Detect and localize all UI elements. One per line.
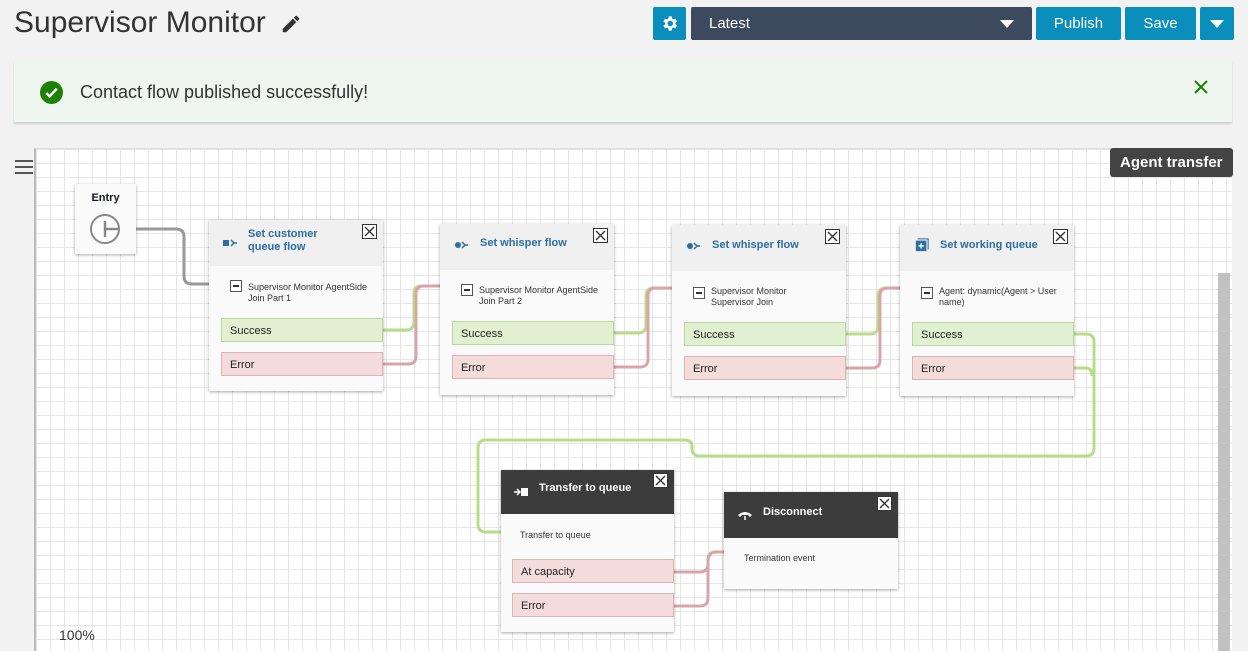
wire-capacity xyxy=(670,550,730,574)
save-options-button[interactable] xyxy=(1200,7,1234,40)
branch-success[interactable]: Success xyxy=(912,322,1074,346)
success-check-icon xyxy=(40,81,63,104)
settings-button[interactable] xyxy=(653,7,686,40)
wire-error-3 xyxy=(842,286,906,370)
wire-entry xyxy=(106,227,212,286)
block-header: Set customer queue flow xyxy=(209,220,383,266)
block-title: Set whisper flow xyxy=(712,239,799,251)
block-description: Supervisor Monitor AgentSide Join Part 1 xyxy=(248,282,368,303)
close-icon[interactable] xyxy=(877,496,892,511)
branch-success[interactable]: Success xyxy=(221,318,383,342)
version-select-value: Latest xyxy=(709,15,750,32)
wire-error-5 xyxy=(670,550,730,608)
version-select[interactable]: Latest xyxy=(691,7,1032,40)
block-title: Set working queue xyxy=(940,239,1038,251)
queue-flow-icon xyxy=(223,239,237,247)
menu-icon[interactable] xyxy=(15,160,33,174)
branch-at-capacity[interactable]: At capacity xyxy=(512,559,674,583)
branch-error[interactable]: Error xyxy=(912,356,1074,380)
whisper-flow-icon xyxy=(455,241,468,249)
vertical-scrollbar[interactable] xyxy=(1218,273,1230,651)
branch-error[interactable]: Error xyxy=(221,352,383,376)
success-alert: Contact flow published successfully! xyxy=(14,62,1232,123)
block-set-working-queue[interactable]: Set working queue Agent: dynamic(Agent >… xyxy=(900,225,1074,396)
pencil-icon[interactable] xyxy=(280,13,302,35)
flow-type-tag: Agent transfer xyxy=(1110,148,1233,177)
alert-message: Contact flow published successfully! xyxy=(80,82,369,102)
block-header: Set whisper flow xyxy=(440,224,614,270)
close-icon[interactable] xyxy=(825,229,840,244)
block-title: Set customer queue flow xyxy=(248,228,318,253)
header: Supervisor Monitor Latest Publish Save xyxy=(0,0,1248,50)
block-header: Transfer to queue xyxy=(501,470,674,514)
collapse-icon[interactable] xyxy=(693,287,705,299)
wire-success-1 xyxy=(380,284,444,332)
collapse-icon[interactable] xyxy=(461,284,473,296)
wire-error-1 xyxy=(380,284,444,366)
chevron-down-icon xyxy=(1000,20,1014,28)
collapse-icon[interactable] xyxy=(921,287,933,299)
hang-up-icon xyxy=(738,512,752,520)
block-header: Disconnect xyxy=(724,492,898,538)
block-set-whisper-flow-1[interactable]: Set whisper flow Supervisor Monitor Agen… xyxy=(440,224,614,395)
whisper-flow-icon xyxy=(687,242,700,250)
block-header: Set whisper flow xyxy=(672,225,846,271)
zoom-level: 100% xyxy=(59,627,95,643)
wire-success-2 xyxy=(610,286,676,335)
branch-success[interactable]: Success xyxy=(452,321,614,345)
block-title: Transfer to queue xyxy=(539,482,632,494)
close-icon[interactable] xyxy=(593,228,608,243)
block-title: Disconnect xyxy=(763,506,823,518)
save-button[interactable]: Save xyxy=(1125,7,1196,40)
wire-error-2 xyxy=(610,286,676,369)
block-set-whisper-flow-2[interactable]: Set whisper flow Supervisor Monitor Supe… xyxy=(672,225,846,396)
close-icon[interactable] xyxy=(653,473,668,488)
wire-success-4 xyxy=(476,332,1096,534)
branch-success[interactable]: Success xyxy=(684,322,846,346)
branch-error[interactable]: Error xyxy=(452,355,614,379)
block-description: Agent: dynamic(Agent > User name) xyxy=(939,286,1057,307)
transfer-queue-icon xyxy=(514,488,528,496)
branch-error[interactable]: Error xyxy=(684,356,846,380)
close-icon[interactable] xyxy=(1192,78,1210,96)
publish-button[interactable]: Publish xyxy=(1036,7,1121,40)
add-queue-icon xyxy=(915,238,929,252)
block-disconnect[interactable]: Disconnect Termination event xyxy=(724,492,898,589)
collapse-icon[interactable] xyxy=(230,280,242,292)
chevron-down-icon xyxy=(1210,19,1224,28)
block-transfer-to-queue[interactable]: Transfer to queue Transfer to queue At c… xyxy=(501,470,674,632)
wire-success-3 xyxy=(842,286,906,336)
block-description: Supervisor Monitor AgentSide Join Part 2 xyxy=(479,285,599,306)
block-description: Transfer to queue xyxy=(520,530,591,540)
block-set-customer-queue-flow[interactable]: Set customer queue flow Supervisor Monit… xyxy=(209,220,383,391)
block-header: Set working queue xyxy=(900,225,1074,271)
close-icon[interactable] xyxy=(1053,229,1068,244)
gear-icon xyxy=(663,16,678,31)
close-icon[interactable] xyxy=(362,224,377,239)
block-title: Set whisper flow xyxy=(480,237,567,249)
page-title: Supervisor Monitor xyxy=(14,6,266,39)
entry-block[interactable]: Entry xyxy=(75,184,136,254)
wire-error-4 xyxy=(1070,366,1094,377)
block-description: Termination event xyxy=(744,553,816,563)
branch-error[interactable]: Error xyxy=(512,593,674,617)
entry-point-icon xyxy=(90,214,120,244)
block-description: Supervisor Monitor Supervisor Join xyxy=(711,286,787,307)
entry-label: Entry xyxy=(91,192,120,204)
